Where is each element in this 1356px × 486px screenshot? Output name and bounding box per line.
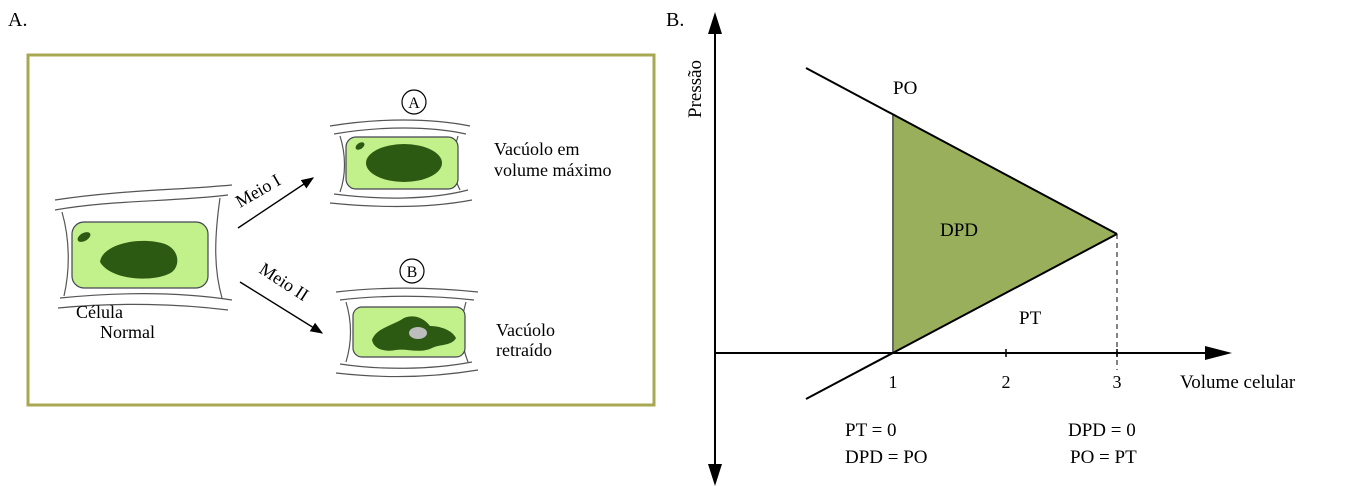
cell-a-label-2: volume máximo — [494, 160, 611, 180]
normal-cell-label-2: Normal — [100, 322, 155, 342]
panel-a-label: A. — [8, 9, 27, 31]
note-x1-line1: PT = 0 — [845, 420, 897, 441]
dpd-region — [893, 115, 1117, 353]
x-axis-arrow — [1205, 346, 1232, 360]
x-tick-label-3: 3 — [1113, 372, 1122, 392]
cell-b-marker-circle — [399, 258, 425, 284]
cell-a-label-1: Vacúolo em — [494, 139, 579, 159]
cell-b-label-1: Vacúolo — [496, 320, 555, 340]
x-axis-label: Volume celular — [1180, 372, 1296, 393]
pt-label: PT — [1019, 308, 1042, 329]
y-axis-arrow-up — [708, 12, 722, 34]
arrow-down — [239, 281, 324, 334]
cell-b: B Vacúolo retraído — [335, 258, 555, 378]
cell-b-retracted-spot — [409, 327, 427, 339]
normal-cell-label-1: Célula — [76, 302, 123, 322]
panel-b-label: B. — [666, 9, 684, 31]
note-x1-line2: DPD = PO — [845, 447, 928, 468]
arrow-up — [237, 177, 315, 229]
panel-a: A. Célula Normal Meio I Meio II — [8, 9, 656, 407]
cell-b-label-2: retraído — [496, 340, 552, 360]
po-label: PO — [893, 78, 917, 99]
normal-cell-vacuole — [100, 240, 178, 279]
y-axis-arrow-down — [708, 464, 722, 486]
normal-cell-nucleus — [77, 232, 91, 242]
cell-a-marker: A — [408, 95, 420, 112]
x-tick-label-1: 1 — [889, 372, 898, 392]
panel-b: B. 1 2 3 Pressão Volume celular PO PT DP… — [666, 9, 1296, 486]
pt-line — [805, 233, 1118, 400]
cell-a-marker-circle — [401, 89, 427, 115]
cell-a-nucleus — [355, 142, 365, 150]
note-x3-line2: PO = PT — [1070, 447, 1137, 468]
po-line — [805, 67, 1118, 235]
normal-cell: Célula Normal — [54, 184, 233, 342]
dpd-label: DPD — [940, 220, 978, 241]
note-x3-line1: DPD = 0 — [1068, 420, 1136, 441]
y-axis-label: Pressão — [685, 60, 706, 118]
x-tick-label-2: 2 — [1002, 372, 1011, 392]
cell-a-vacuole — [366, 144, 442, 182]
cell-b-marker: B — [407, 264, 418, 281]
cell-a: A Vacúolo em volume máximo — [329, 89, 611, 208]
